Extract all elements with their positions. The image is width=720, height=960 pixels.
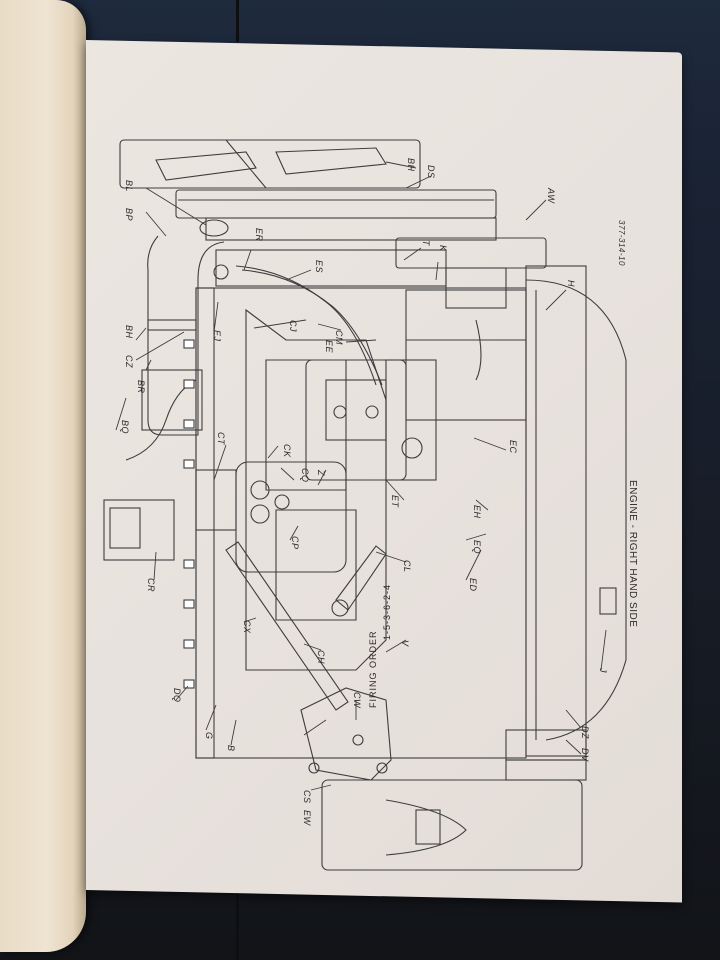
callout-label: ED <box>468 578 478 592</box>
callout-label: BH <box>124 325 134 339</box>
callout-label: CL <box>402 560 412 573</box>
callout-label: EJ <box>212 330 222 342</box>
callout-label: T <box>421 240 431 246</box>
callout-label: BQ <box>120 420 130 435</box>
callout-label: CW <box>352 692 362 708</box>
callout-label: CM <box>334 330 344 345</box>
callout-label: EW <box>302 810 312 826</box>
firing-order-sequence: 1-5-3-6-2-4 <box>382 583 392 640</box>
reference-code: 377-314-10 <box>617 220 626 266</box>
callout-label: CJ <box>288 320 298 332</box>
callout-label: CX <box>242 620 252 634</box>
figure-caption: ENGINE - RIGHT HAND SIDE <box>627 480 638 628</box>
callout-label: AW <box>546 188 556 204</box>
callout-label: J <box>598 668 608 673</box>
engine-diagram: BH DS AW BL BP ER ES T K H BH CZ EJ CJ C… <box>86 40 682 890</box>
table-seam <box>236 0 239 42</box>
callout-label: H <box>566 280 576 287</box>
callout-label: DV <box>580 748 590 762</box>
callout-label: ES <box>314 260 324 274</box>
callout-label: V <box>400 640 410 647</box>
callout-label: CZ <box>124 355 134 368</box>
callout-label: CS <box>302 790 312 804</box>
callout-label: BR <box>136 380 146 394</box>
callout-label: DS <box>426 165 436 179</box>
firing-order-label: FIRING ORDER <box>368 630 378 708</box>
engine-line-drawing <box>103 139 627 871</box>
callout-label: CQ <box>300 468 310 483</box>
callout-label: K <box>438 245 448 252</box>
callout-label: Z <box>316 470 326 476</box>
callout-label: ET <box>390 495 400 508</box>
callout-label: BH <box>406 158 416 172</box>
callout-label: ER <box>254 228 264 242</box>
callout-label: BL <box>124 180 134 193</box>
callout-label: CT <box>216 432 226 445</box>
callout-label: CH <box>316 650 326 664</box>
callout-label: DQ <box>172 688 182 703</box>
callout-label: CP <box>290 536 300 550</box>
callout-label: BP <box>124 208 134 222</box>
callout-label: EH <box>472 505 482 519</box>
left-page <box>0 0 86 952</box>
callout-label: EE <box>324 340 334 354</box>
callout-label: EC <box>508 440 518 454</box>
callout-label: G <box>204 732 214 740</box>
table-seam <box>236 890 239 960</box>
callout-label: EQ <box>472 540 482 555</box>
callout-label: CR <box>146 578 156 592</box>
callout-label: CK <box>282 444 292 458</box>
callout-label: DZ <box>580 726 590 739</box>
callout-label: B <box>226 745 236 752</box>
